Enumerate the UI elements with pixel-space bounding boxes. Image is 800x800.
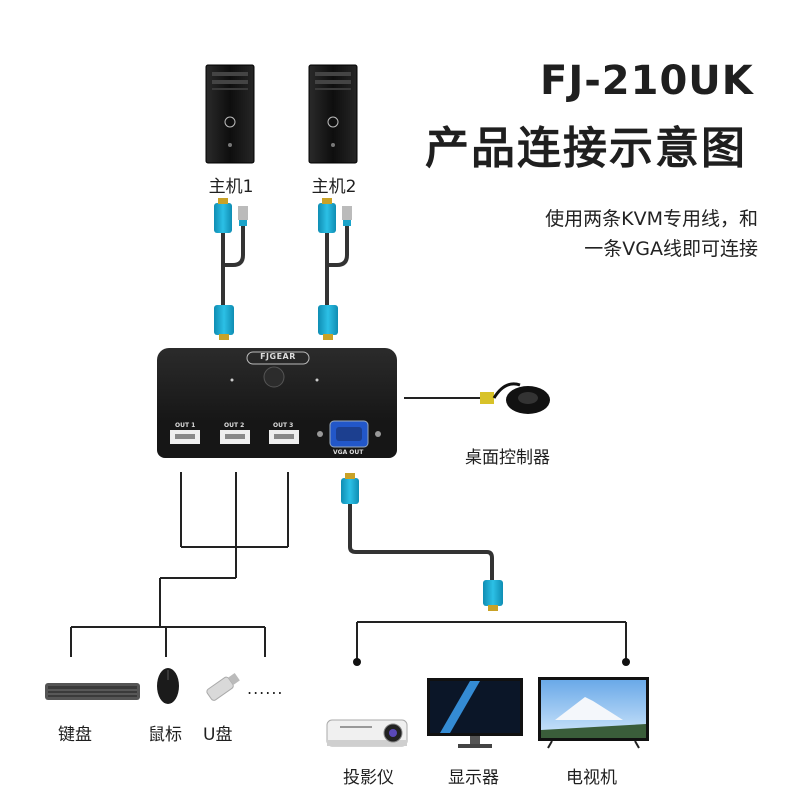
host-2-label: 主机2	[306, 172, 362, 197]
port-label-out2: OUT 2	[224, 422, 244, 429]
tv-icon	[538, 677, 649, 748]
kvm-cable-2	[318, 198, 352, 340]
host-2-tower	[309, 65, 357, 163]
mouse-icon	[157, 668, 179, 704]
switch-brand: FJGEAR	[248, 352, 308, 361]
tv-connector-dot	[622, 658, 630, 666]
port-label-out3: OUT 3	[273, 422, 293, 429]
vga-port-label: VGA OUT	[333, 449, 363, 456]
usb-more-indicator: ......	[247, 679, 284, 698]
usb-drive-label: U盘	[203, 720, 232, 745]
projector-connector-dot	[353, 658, 361, 666]
usb-drive-icon	[206, 671, 241, 701]
keyboard-icon	[45, 683, 140, 700]
keyboard-label: 键盘	[58, 720, 92, 745]
display-wiring	[357, 622, 626, 660]
vga-cable	[341, 473, 503, 611]
mouse-label: 鼠标	[148, 720, 182, 745]
projector-label: 投影仪	[343, 763, 394, 788]
kvm-cable-1	[214, 198, 248, 340]
monitor-label: 显示器	[448, 763, 499, 788]
monitor-icon	[427, 678, 523, 748]
desktop-controller	[404, 384, 550, 414]
tv-label: 电视机	[566, 763, 617, 788]
host-1-tower	[206, 65, 254, 163]
port-label-out1: OUT 1	[175, 422, 195, 429]
projector-icon	[327, 720, 407, 746]
host-1-label: 主机1	[205, 172, 257, 197]
kvm-switch	[157, 348, 397, 458]
usb-wiring	[71, 472, 288, 657]
controller-label: 桌面控制器	[465, 443, 550, 468]
